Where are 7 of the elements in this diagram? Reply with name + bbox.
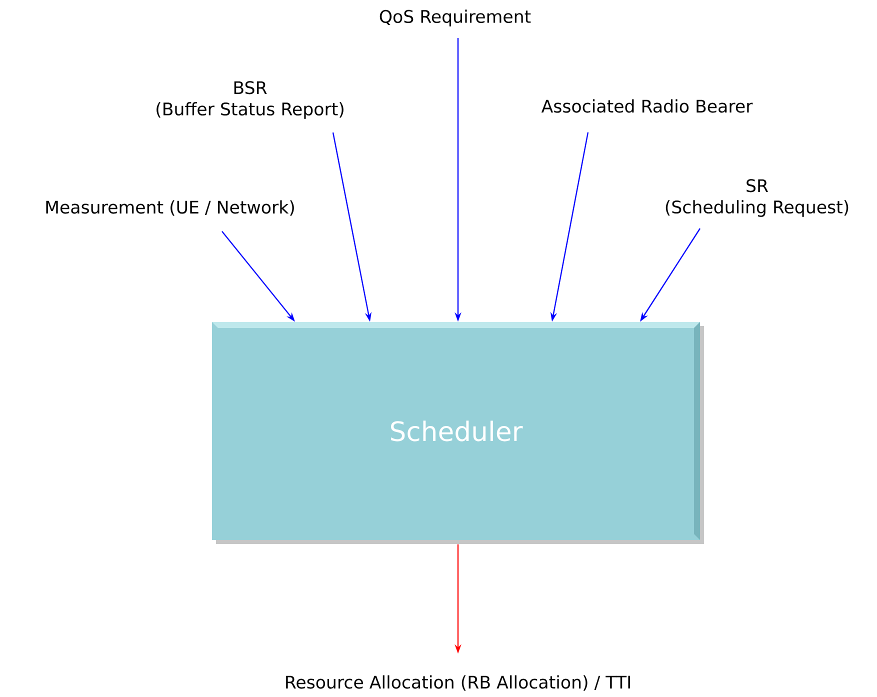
input-label: Associated Radio Bearer — [541, 99, 753, 113]
input-label: SR (Scheduling Request) — [666, 179, 848, 217]
input-label: Resource Allocation (RB Allocation) / TTI — [286, 675, 630, 691]
input-label: Measurement (UE / Network) — [46, 200, 294, 216]
scheduler-box: Scheduler — [212, 322, 704, 544]
input-label: BSR (Buffer Status Report) — [156, 81, 344, 119]
input-label: QoS Requirement — [380, 10, 531, 26]
